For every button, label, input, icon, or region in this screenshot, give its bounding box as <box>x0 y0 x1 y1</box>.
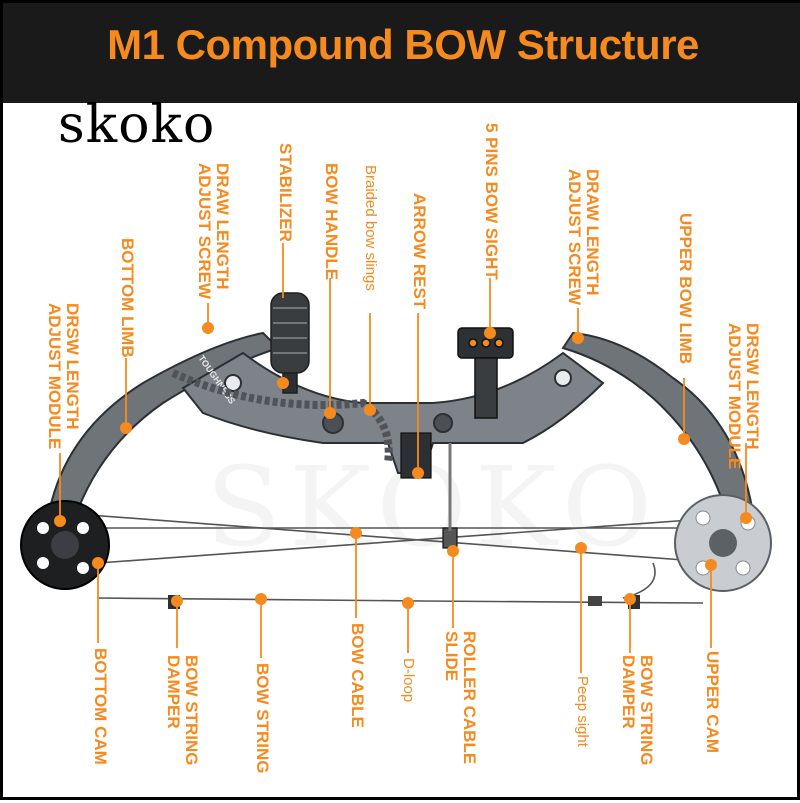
label-bottom-cam: BOTTOM CAM <box>91 648 110 765</box>
cross-cable-line-2 <box>62 512 724 564</box>
label-bottom-limb: BOTTOM LIMB <box>118 238 137 358</box>
label-bow-string: BOW STRING <box>253 663 272 774</box>
bow-sight-part <box>457 327 514 419</box>
arrow-rest-part <box>400 432 458 549</box>
leader-dots <box>54 322 752 609</box>
label-stabilizer: STABILIZER <box>276 143 295 242</box>
bow-riser <box>181 351 605 474</box>
leader-lines <box>59 243 747 673</box>
cross-cable-line <box>97 517 719 564</box>
label-bow-handle: BOW HANDLE <box>322 163 341 281</box>
label-braided-slings: Braided bow slings <box>362 165 379 291</box>
label-upper-cam: UPPER CAM <box>703 651 722 754</box>
label-d-loop: D-loop <box>400 658 417 703</box>
page-title: M1 Compound BOW Structure <box>107 21 699 68</box>
bow-illustration: TOUGHNESS <box>20 243 772 673</box>
title-banner <box>3 3 800 103</box>
upper-cam-part <box>674 494 772 592</box>
label-bow-cable: BOW CABLE <box>348 623 367 728</box>
bow-strings <box>43 512 748 604</box>
string-tail <box>622 562 656 599</box>
brand-logo: skoko <box>58 95 216 155</box>
label-bow-sight: 5 PINS BOW SIGHT <box>482 123 501 280</box>
braided-sling <box>171 369 393 464</box>
bow-string-line <box>97 597 704 604</box>
bottom-cam-part <box>20 500 110 590</box>
stabilizer-part <box>270 292 310 394</box>
label-upper-bow-limb: UPPER BOW LIMB <box>676 213 695 365</box>
label-arrow-rest: ARROW REST <box>410 193 429 310</box>
peep-sight-part <box>588 596 602 606</box>
label-peep-sight: Peep sight <box>574 676 591 747</box>
